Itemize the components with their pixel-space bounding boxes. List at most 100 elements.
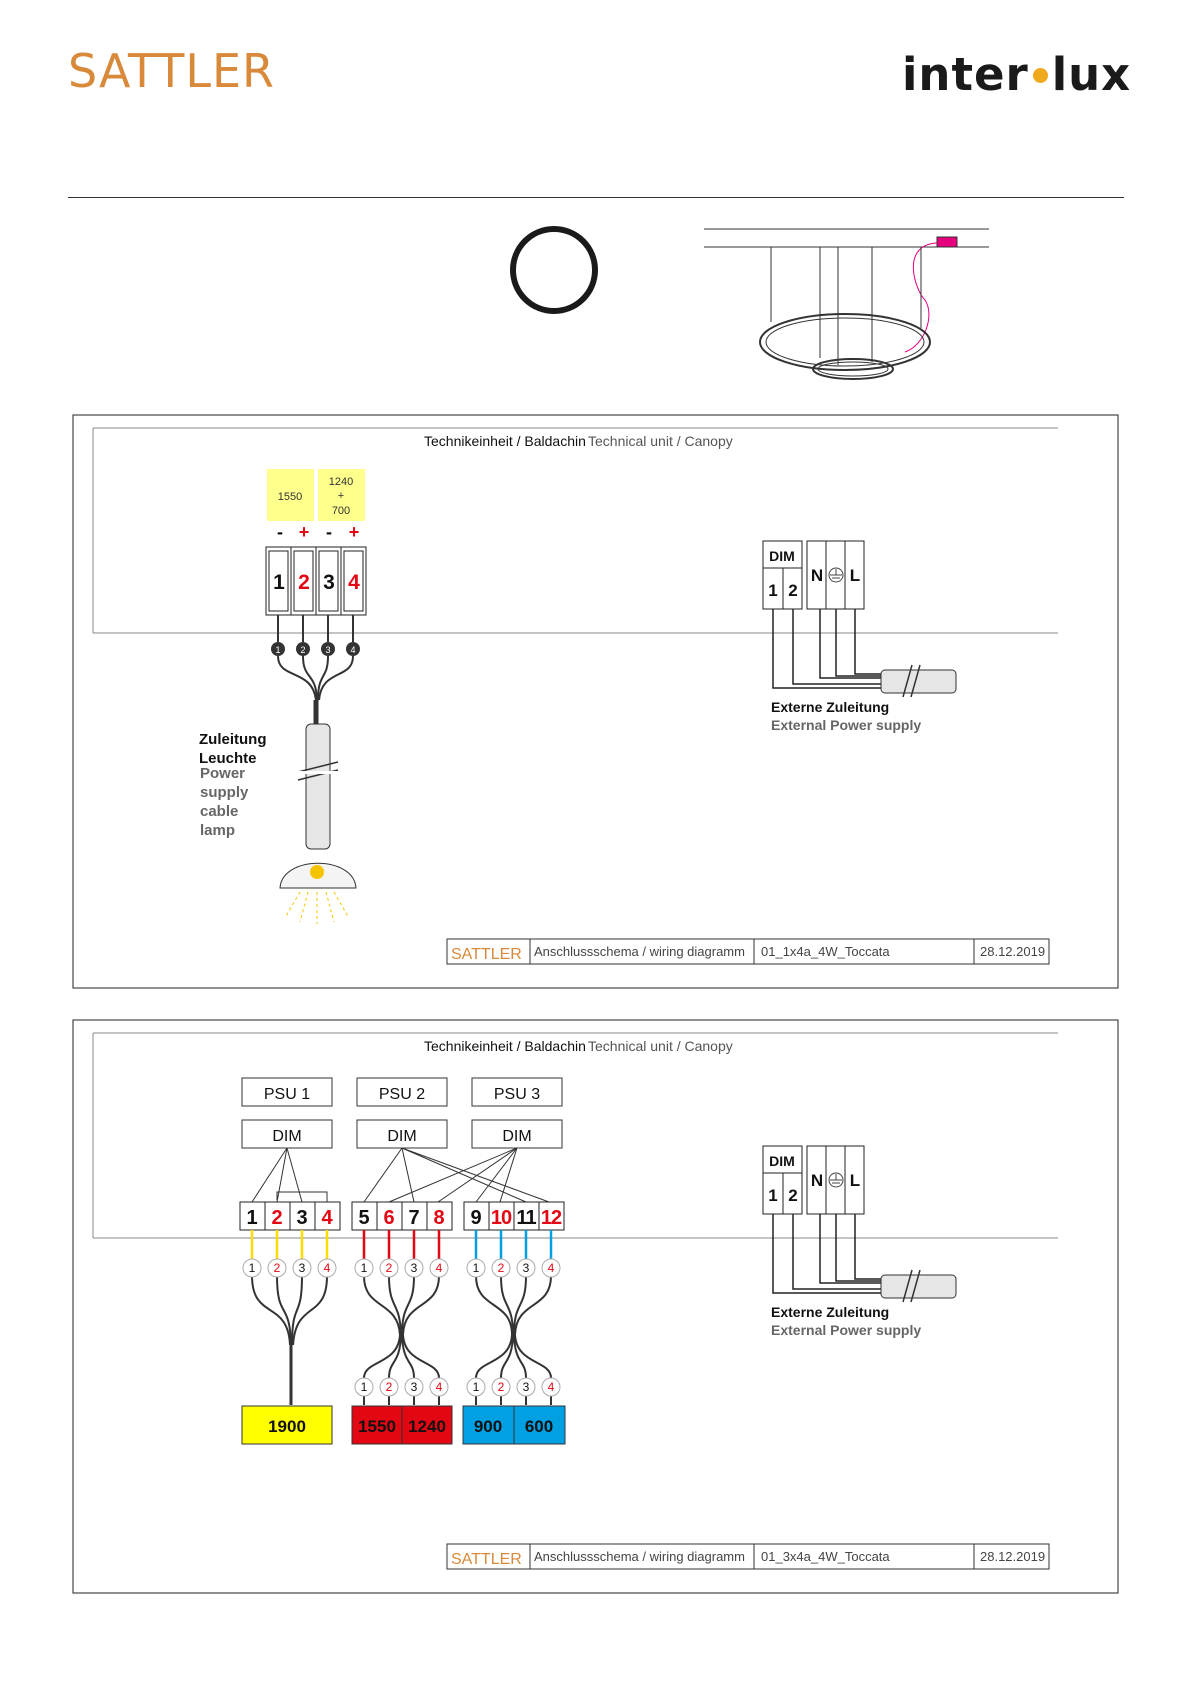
diagram2-mains-N: N (811, 1171, 823, 1190)
interlux-logo-part-b: lux (1051, 48, 1132, 101)
diagram1-terminal-block (265, 546, 367, 616)
lamp-cable-label-de-1: Zuleitung (199, 731, 267, 748)
wire-marker-circle (429, 1258, 449, 1278)
wire-marker-2: 2 (300, 645, 305, 655)
diagram2-dim-label: DIM (769, 1153, 795, 1169)
diagram2-ext-supply-de: Externe Zuleitung (771, 1304, 889, 1320)
diagram1-mains-N: N (811, 566, 823, 585)
diagram1-canopy-box (92, 427, 1058, 634)
d2-terminal-12: 12 (541, 1207, 562, 1229)
lamp-cable-label-en-2: supply (200, 784, 249, 801)
wire-marker-circle (429, 1377, 449, 1397)
d2-wires-yellow (250, 1230, 329, 1260)
interlux-dot-icon (1032, 68, 1048, 83)
d2-terminal-3: 3 (296, 1207, 307, 1229)
out-1240-label: 1240 (408, 1417, 446, 1436)
wire-marker-number: 3 (523, 1261, 530, 1275)
dim-3-box (471, 1119, 563, 1149)
terminal-1: 1 (273, 571, 285, 594)
diagram1-footer-title: Anschlussschema / wiring diagramm (534, 944, 745, 959)
d2-wires-blue (474, 1230, 553, 1260)
diagram1-ext-supply-de: Externe Zuleitung (771, 699, 889, 715)
wire-marker-circle (516, 1377, 536, 1397)
wire-marker-number: 2 (386, 1380, 393, 1394)
diagram1-title-block (446, 938, 1050, 965)
wire-marker-number: 4 (548, 1380, 555, 1394)
diagram1-frame (72, 414, 1119, 989)
diagram1-wire-markers (271, 642, 360, 656)
diagram1-external-cable (772, 609, 957, 698)
wire-marker-3: 3 (325, 645, 330, 655)
psu-2-box (356, 1077, 448, 1107)
diagram1-dim-terminal-1: 1 (768, 581, 777, 600)
diagram2-footer-title: Anschlussschema / wiring diagramm (534, 1549, 745, 1564)
wire-marker-circle (541, 1258, 561, 1278)
polarity-3: - (326, 522, 332, 542)
driver-1550-label: 1550 (278, 491, 302, 503)
psu-3-box (471, 1077, 563, 1107)
wire-marker-number: 2 (498, 1380, 505, 1394)
dim-2-box (356, 1119, 448, 1149)
diagram2-ext-supply-en: External Power supply (771, 1322, 921, 1338)
psu-1-box (241, 1077, 333, 1107)
d2-terminal-1: 1 (246, 1207, 257, 1229)
diagram1-wires (277, 615, 354, 725)
out-1900-label: 1900 (268, 1417, 306, 1436)
d2-terminal-11: 11 (516, 1207, 536, 1229)
dim-3-label: DIM (502, 1128, 531, 1145)
wire-marker-number: 2 (498, 1261, 505, 1275)
wire-marker-circle (491, 1377, 511, 1397)
diagram2-dim-terminal-1: 1 (768, 1186, 777, 1205)
wire-marker-circle (379, 1258, 399, 1278)
wire-marker-circle (404, 1258, 424, 1278)
dim-fanout-lines (251, 1147, 550, 1203)
diagram1-mains-L: L (850, 566, 860, 585)
dim-1-label: DIM (272, 1128, 301, 1145)
wire-marker-number: 4 (548, 1261, 555, 1275)
terminal-2: 2 (298, 571, 310, 594)
lamp-cable-label-de-2: Leuchte (199, 750, 257, 767)
wire-marker-circle (267, 1258, 287, 1278)
d2-terminal-10: 10 (491, 1207, 512, 1229)
wire-marker-circle (516, 1258, 536, 1278)
wire-marker-circle (379, 1377, 399, 1397)
wire-marker-1: 1 (275, 645, 280, 655)
pendant-side-view-icon (704, 228, 989, 380)
wire-marker-circle (404, 1377, 424, 1397)
lamp-cable-icon (297, 723, 339, 850)
diagram2-dim-terminal (762, 1145, 865, 1215)
wire-marker-number: 1 (249, 1261, 256, 1275)
dim-2-label: DIM (387, 1128, 416, 1145)
driver-1240-700-box (318, 469, 365, 521)
wire-marker-circle (317, 1258, 337, 1278)
diagram1-ext-supply-en: External Power supply (771, 717, 921, 733)
d2-wires-red (362, 1230, 441, 1260)
diagram1-footer-code: 01_1x4a_4W_Toccata (761, 944, 890, 959)
wire-marker-number: 1 (361, 1380, 368, 1394)
header-divider (68, 197, 1124, 198)
terminal-4: 4 (348, 571, 360, 594)
d2-terminal-4: 4 (321, 1207, 333, 1229)
diagram2-mains-L: L (850, 1171, 860, 1190)
wire-marker-number: 3 (411, 1380, 418, 1394)
dim-1-box (241, 1119, 333, 1149)
diagram2-footer-code: 01_3x4a_4W_Toccata (761, 1549, 890, 1564)
out-600-box (513, 1405, 566, 1445)
out-1240-box (401, 1405, 453, 1445)
wire-marker-number: 3 (411, 1261, 418, 1275)
diagram2-title-block (446, 1543, 1050, 1570)
wire-marker-number: 1 (473, 1261, 480, 1275)
lamp-cable-label-en-1: Power (200, 765, 245, 782)
ring-top-view-icon (510, 226, 598, 314)
sattler-logo: SATTLER (68, 44, 275, 98)
polarity-1: - (277, 522, 283, 542)
d2-terminal-6: 6 (383, 1207, 394, 1229)
wire-marker-number: 3 (299, 1261, 306, 1275)
diagram2-footer-brand: SATTLER (451, 1551, 522, 1568)
diagram2-dim-terminal-2: 2 (788, 1186, 797, 1205)
diagram2-canopy-title-de: Technikeinheit / Baldachin (424, 1038, 586, 1054)
d2-terminal-9: 9 (470, 1207, 481, 1229)
